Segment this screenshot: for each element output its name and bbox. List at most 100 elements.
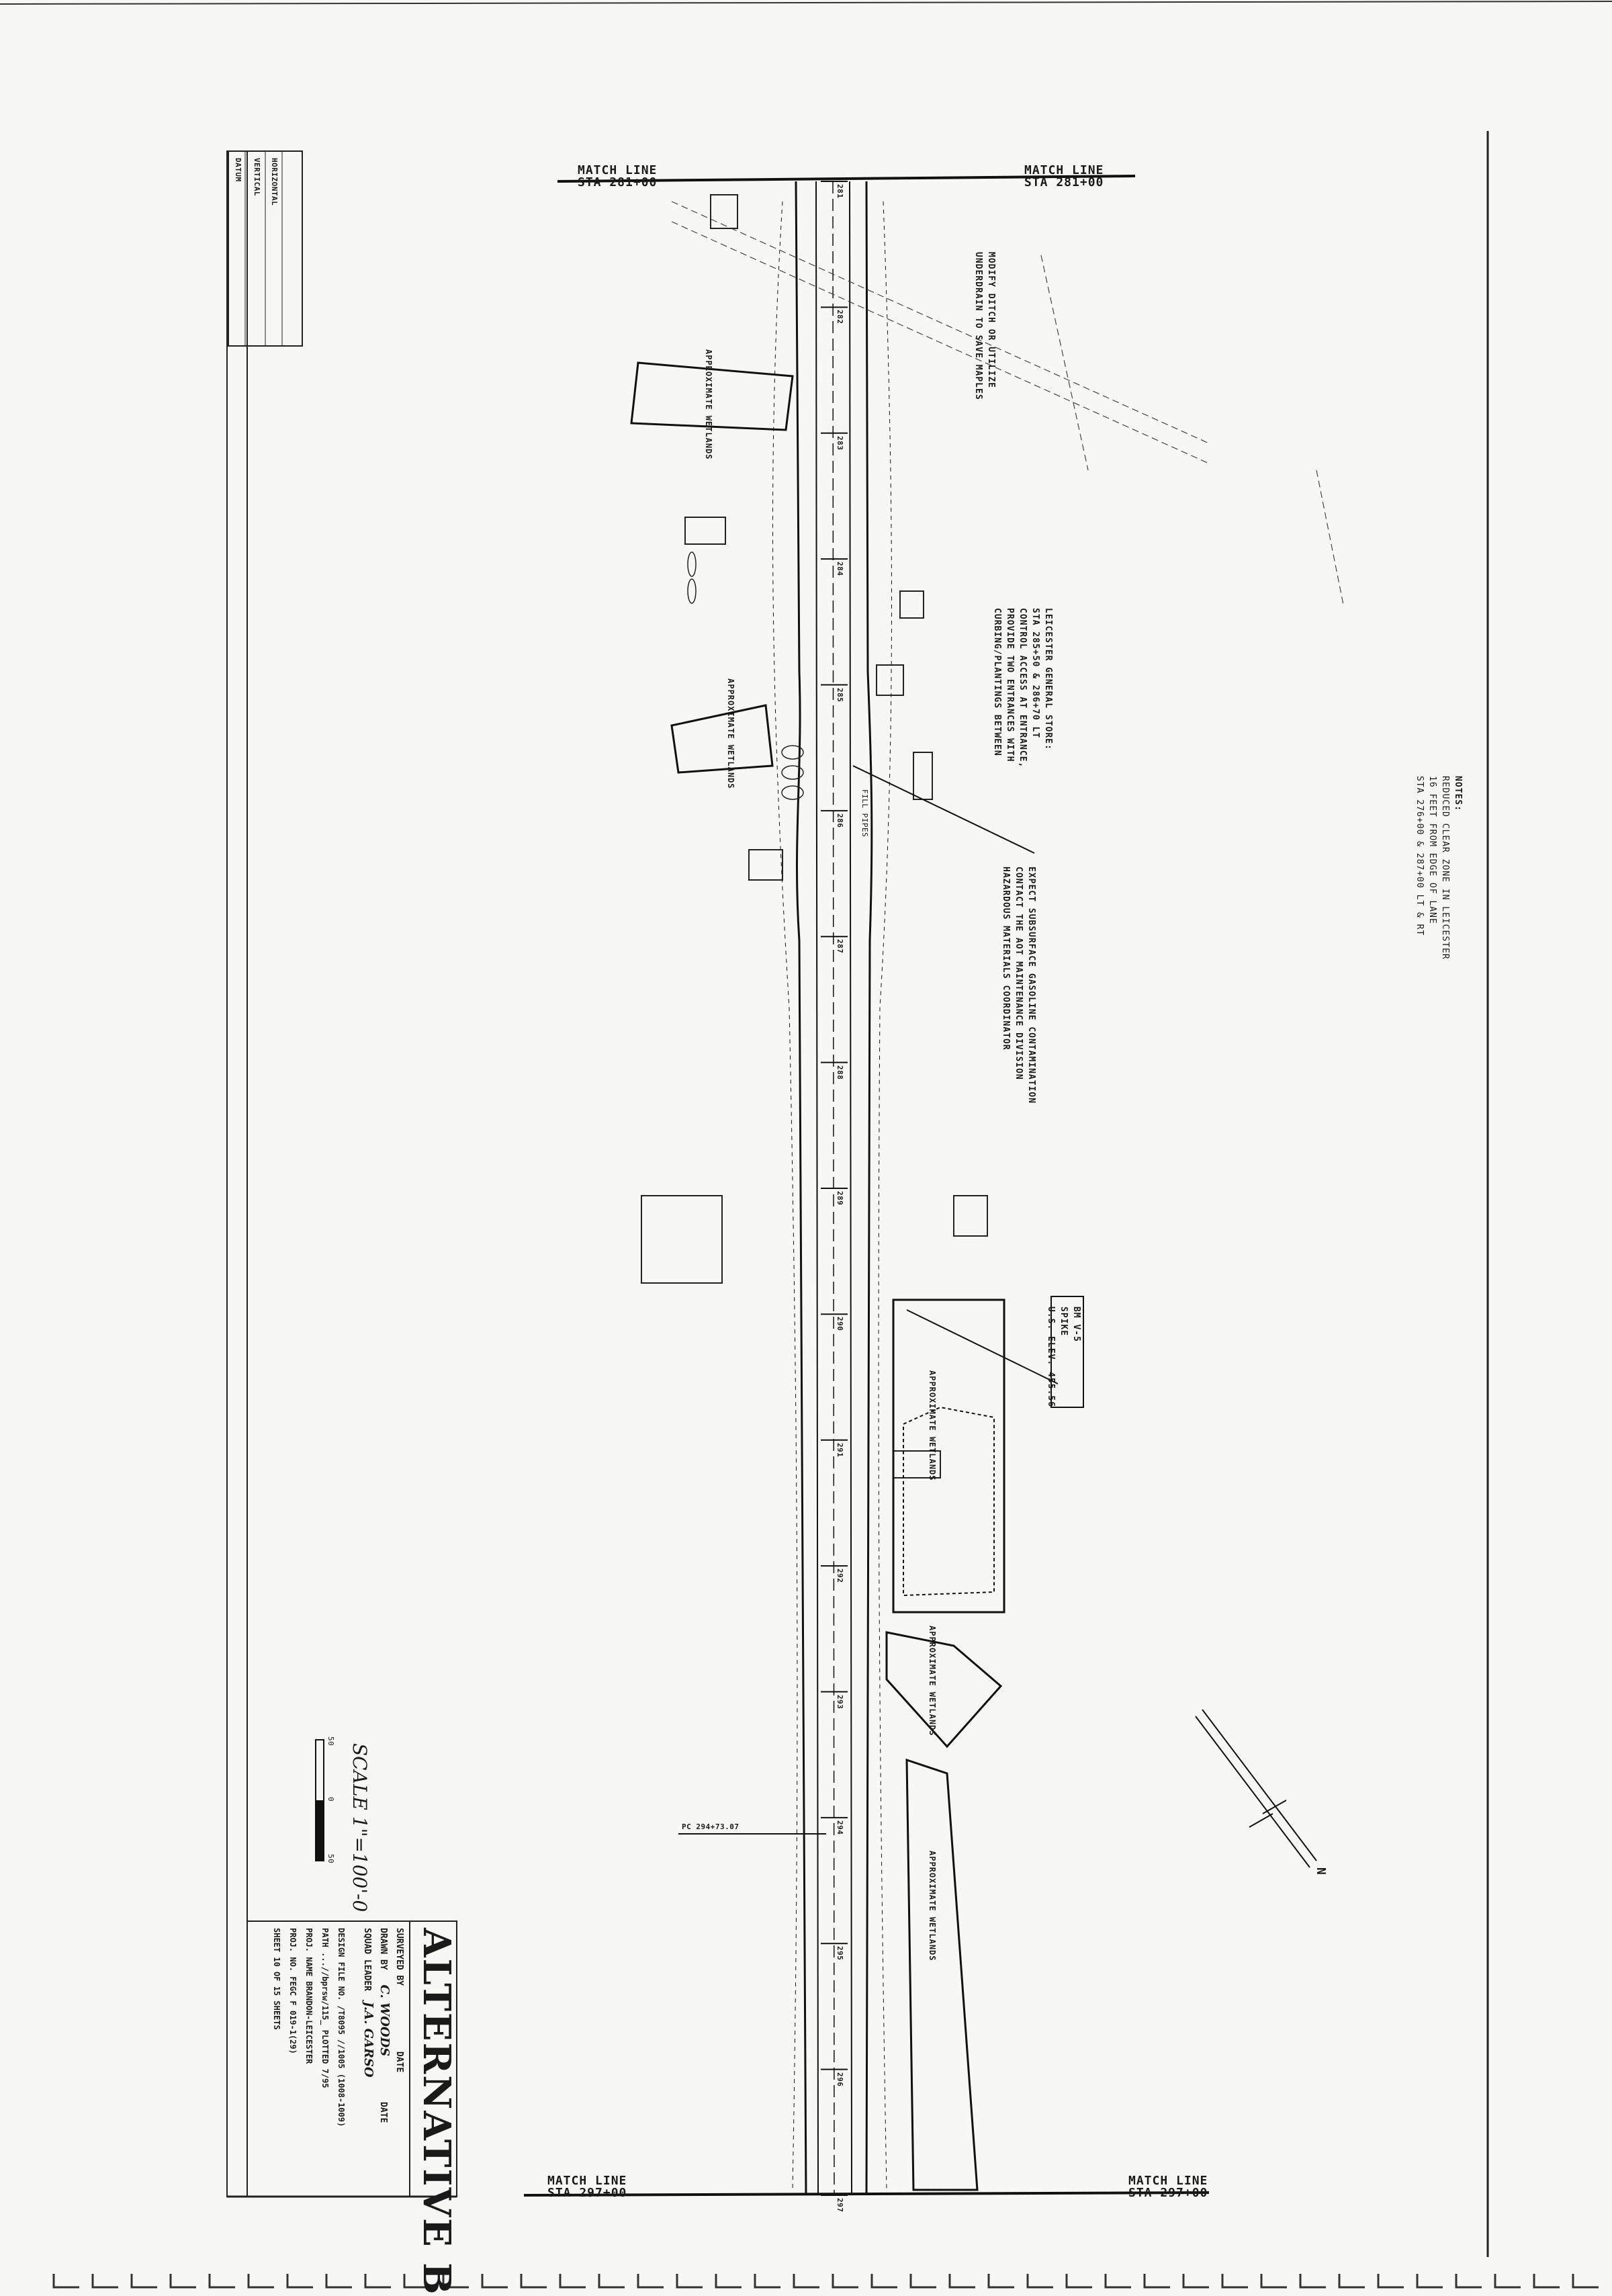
station-label: 281 xyxy=(836,184,844,199)
binding-mark xyxy=(1026,2274,1053,2289)
station-label: 287 xyxy=(836,939,844,954)
wetlands-label-3: APPROXIMATE WETLANDS xyxy=(928,1370,937,1481)
match-line-station: STA 281+00 xyxy=(578,175,658,189)
match-line-station: STA 297+00 xyxy=(547,2186,627,2200)
binding-mark xyxy=(1182,2274,1209,2289)
match-line-label: MATCH LINE xyxy=(578,163,658,177)
project-name: PROJ. NAME BRANDON-LEICESTER xyxy=(304,1928,314,2064)
binding-mark xyxy=(403,2274,430,2289)
match-line-label: MATCH LINE xyxy=(1128,2174,1208,2188)
binding-mark xyxy=(247,2274,274,2289)
building-4 xyxy=(876,664,904,696)
match-line-top xyxy=(557,175,1136,183)
wetlands-label-5: APPROXIMATE WETLANDS xyxy=(928,1851,937,1961)
station-label: 292 xyxy=(836,1569,844,1583)
benchmark-box xyxy=(1050,1296,1084,1408)
wetland-area-4 xyxy=(885,1631,1003,1749)
station-label: 286 xyxy=(836,813,844,828)
station-label: 290 xyxy=(836,1317,844,1331)
binding-mark xyxy=(715,2274,742,2289)
binding-mark xyxy=(1416,2274,1443,2289)
general-notes: NOTES: REDUCED CLEAR ZONE IN LEICESTER 1… xyxy=(1415,776,1463,960)
binding-mark xyxy=(442,2274,469,2289)
datum-horizontal: HORIZONTAL xyxy=(270,158,279,206)
match-line-bottom-right: MATCH LINE STA 297+00 xyxy=(1128,2175,1208,2199)
binding-mark xyxy=(1377,2274,1404,2289)
binding-mark xyxy=(676,2274,703,2289)
binding-mark xyxy=(1221,2274,1248,2289)
shoulder-left xyxy=(772,201,798,2191)
binding-marks xyxy=(52,2274,1599,2289)
match-line-bottom-left: MATCH LINE STA 297+00 xyxy=(547,2175,627,2199)
structures xyxy=(641,194,988,1478)
datum-header: DATUM xyxy=(234,158,242,182)
fill-pipes-label: FILL PIPES xyxy=(860,789,869,838)
station-label: 297 xyxy=(836,2198,844,2213)
binding-mark xyxy=(1143,2274,1170,2289)
path: PATH ...//bprsw/115_ PLOTTED 7/95 xyxy=(320,1928,330,2088)
wetland-area-3-inner xyxy=(903,1406,995,1597)
benchmark-label: BM V-5 SPIKE U.S. ELEV. 455.56 xyxy=(1046,1307,1081,1408)
surveyed-by-label: SURVEYED BY xyxy=(394,1928,404,1986)
modify-ditch-note: MODIFY DITCH OR UTILIZE UNDERDRAIN TO SA… xyxy=(973,252,996,400)
binding-mark xyxy=(1260,2274,1287,2289)
building-2 xyxy=(684,517,726,545)
building-8 xyxy=(953,1195,988,1237)
binding-mark xyxy=(1533,2274,1560,2289)
building-1 xyxy=(710,194,738,229)
station-label: 291 xyxy=(836,1442,844,1458)
binding-mark xyxy=(1104,2274,1131,2289)
title-block-project: DESIGN FILE NO. /T8095 //1005 (1008-1009… xyxy=(269,1928,349,2127)
tree-symbols xyxy=(687,551,804,800)
contamination-note: EXPECT SUBSURFACE GASOLINE CONTAMINATION… xyxy=(1001,867,1036,1104)
match-line-station: STA 297+00 xyxy=(1128,2186,1208,2200)
drawn-by-label: DRAWN BY xyxy=(378,1928,388,1970)
wetlands-label-4: APPROXIMATE WETLANDS xyxy=(928,1626,937,1736)
date-label: DATE xyxy=(378,2102,388,2123)
binding-mark xyxy=(948,2274,975,2289)
match-line-station: STA 281+00 xyxy=(1024,175,1104,189)
scale-label: SCALE 1"=100'-0 xyxy=(349,1743,371,1912)
building-6 xyxy=(913,752,933,800)
station-label: 295 xyxy=(836,1946,844,1961)
binding-mark xyxy=(286,2274,313,2289)
wetlands-label-1: APPROXIMATE WETLANDS xyxy=(704,349,713,460)
station-label: 296 xyxy=(836,2072,844,2086)
binding-mark xyxy=(130,2274,157,2289)
binding-mark xyxy=(1455,2274,1482,2289)
station-label: 285 xyxy=(836,687,844,702)
binding-mark xyxy=(325,2274,352,2289)
wetland-area-2 xyxy=(670,704,774,774)
north-label: N xyxy=(1314,1867,1328,1875)
road-edge-right-outer xyxy=(865,181,873,2196)
binding-mark xyxy=(52,2274,79,2289)
binding-mark xyxy=(909,2274,936,2289)
binding-mark xyxy=(559,2274,586,2289)
station-label: 288 xyxy=(836,1065,844,1079)
station-label: 293 xyxy=(836,1694,844,1709)
title-block-rows: SURVEYED BY DATE DRAWN BY C. WOODS DATE … xyxy=(359,1928,406,2123)
building-3 xyxy=(748,849,783,881)
scale-tick-right: 50 xyxy=(326,1854,335,1864)
binding-mark xyxy=(637,2274,664,2289)
binding-mark xyxy=(1065,2274,1092,2289)
binding-mark xyxy=(832,2274,858,2289)
project-number: PROJ. NO. FEGC F 019-1(29) xyxy=(288,1928,298,2054)
building-5 xyxy=(899,590,924,619)
binding-mark xyxy=(520,2274,547,2289)
wetland-area-5 xyxy=(905,1758,979,2191)
binding-mark xyxy=(1494,2274,1521,2289)
general-store-note: LEICESTER GENERAL STORE: STA 285+50 & 28… xyxy=(992,608,1053,768)
station-ticks xyxy=(821,181,848,2196)
binding-mark xyxy=(1338,2274,1365,2289)
pc-station-label: PC 294+73.07 xyxy=(682,1822,740,1831)
wetland-area-1 xyxy=(630,361,794,431)
binding-mark xyxy=(598,2274,625,2289)
squad-leader-label: SQUAD LEADER xyxy=(362,1928,372,1991)
scale-bar xyxy=(315,1739,324,1861)
binding-mark xyxy=(169,2274,196,2289)
binding-mark xyxy=(364,2274,391,2289)
binding-mark xyxy=(1572,2274,1599,2289)
